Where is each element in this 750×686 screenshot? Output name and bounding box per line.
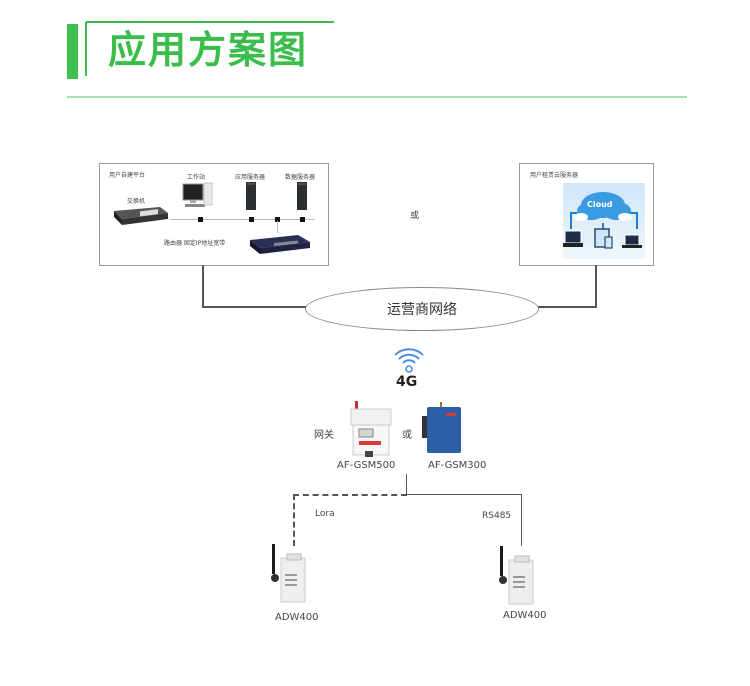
cloud-icon (563, 192, 642, 249)
lan-node (249, 217, 254, 222)
or-label-platforms: 或 (410, 211, 420, 221)
left-box-down-line (202, 265, 204, 307)
rs485-line (406, 494, 522, 495)
wireless-label: 4G (396, 374, 418, 390)
workstation-icon (182, 182, 213, 207)
wifi-signal-icon (394, 348, 424, 373)
workstation-label: 工作站 (187, 174, 206, 181)
left-to-network-line (202, 306, 306, 308)
gateway-label: 网关 (314, 430, 334, 441)
header-frame (85, 21, 334, 76)
self-built-platform-title: 用户自建平台 (109, 172, 146, 179)
cloud-server-box: 用户租赁云服务器 Cloud (519, 163, 654, 266)
or-label-gateway: 或 (402, 430, 412, 441)
cloud-label: Cloud (587, 200, 613, 209)
router-icon (250, 235, 310, 254)
lora-dashed-drop (293, 494, 295, 546)
gateway-af-gsm300-icon (422, 402, 461, 453)
self-built-platform-box: 用户自建平台 交换机 工作站 应用服务器 数据服务器 路由器 固定IP地址宽带 (99, 163, 329, 266)
lora-dashed-line (293, 494, 407, 496)
lan-node (275, 217, 280, 222)
router-link-line (277, 221, 278, 233)
meter-right-label: ADW400 (503, 610, 547, 621)
lan-node (300, 217, 305, 222)
gateway-model-1: AF-GSM500 (337, 460, 396, 471)
page-title: 应用方案图 (108, 28, 309, 72)
meter-adw400-right-icon (499, 546, 534, 605)
router-label: 路由器 固定IP地址宽带 (164, 240, 226, 247)
gateway-down-line (406, 474, 407, 494)
cloud-server-title: 用户租赁云服务器 (530, 172, 579, 179)
meter-adw400-left-icon (271, 544, 306, 603)
lan-bus-line (170, 219, 315, 220)
lan-node (198, 217, 203, 222)
app-server-label: 应用服务器 (235, 174, 266, 181)
gateway-af-gsm500-icon (350, 401, 392, 457)
switch-icon (114, 207, 168, 225)
header-divider (67, 96, 687, 98)
switch-label: 交换机 (127, 198, 146, 205)
gateway-model-2: AF-GSM300 (428, 460, 487, 471)
carrier-network-ellipse: 运营商网络 (305, 287, 539, 331)
carrier-network-label: 运营商网络 (387, 302, 457, 318)
right-box-down-line (595, 265, 597, 307)
cloud-illustration: Cloud (563, 183, 645, 259)
rs485-drop (521, 494, 522, 546)
meter-left-label: ADW400 (275, 612, 319, 623)
rs485-label: RS485 (482, 511, 512, 521)
app-server-icon (246, 182, 256, 210)
lora-label: Lora (315, 509, 335, 519)
data-server-label: 数据服务器 (285, 174, 316, 181)
data-server-icon (297, 182, 307, 210)
right-to-network-line (536, 306, 597, 308)
header-accent-bar (67, 24, 78, 79)
